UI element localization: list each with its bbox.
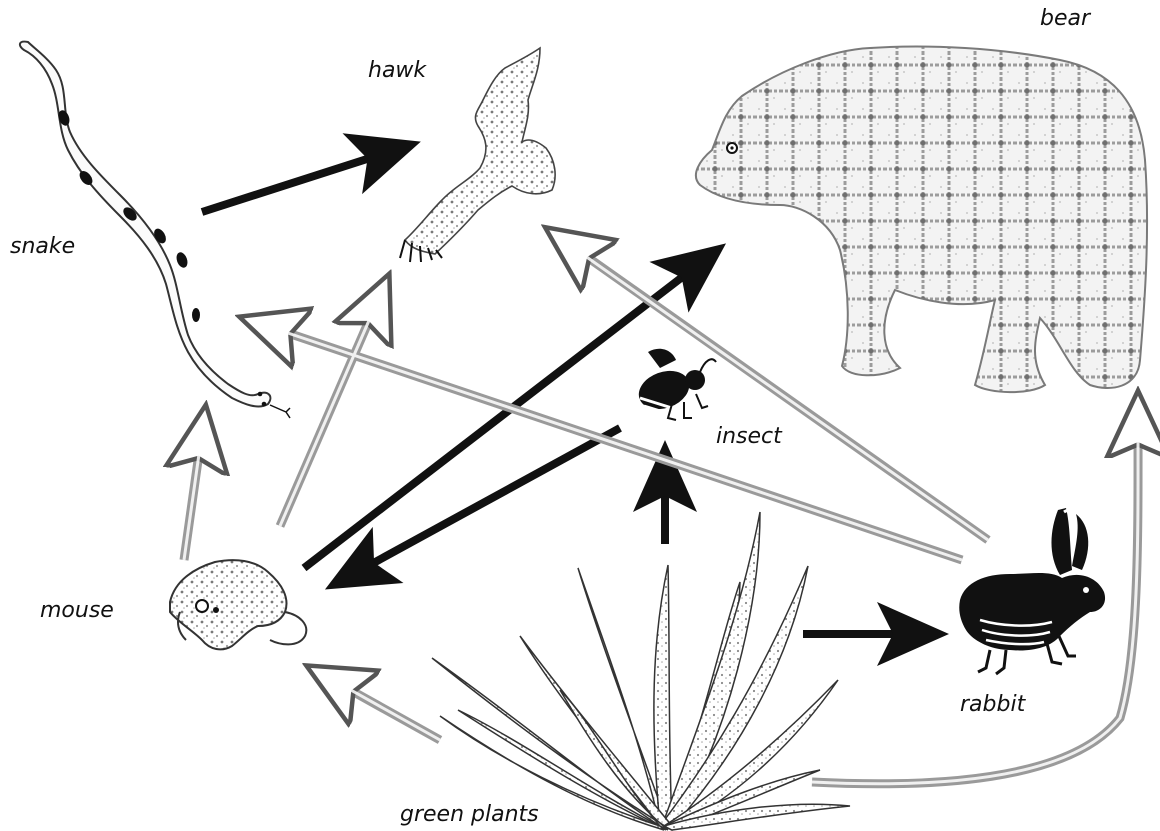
green-plants-icon (432, 512, 850, 830)
label-bear: bear (1040, 6, 1090, 31)
arrow-snake-to-hawk (202, 149, 398, 212)
label-green-plants: green plants (400, 802, 539, 827)
mouse-icon (170, 560, 306, 649)
label-insect: insect (716, 424, 782, 449)
bear-icon (696, 47, 1147, 393)
arrow-mouse-to-bear (304, 258, 707, 568)
snake-icon (20, 42, 290, 418)
label-snake: snake (10, 234, 75, 259)
label-rabbit: rabbit (960, 692, 1025, 717)
label-mouse: mouse (40, 598, 114, 623)
insect-icon (633, 349, 716, 420)
label-hawk: hawk (368, 58, 426, 83)
